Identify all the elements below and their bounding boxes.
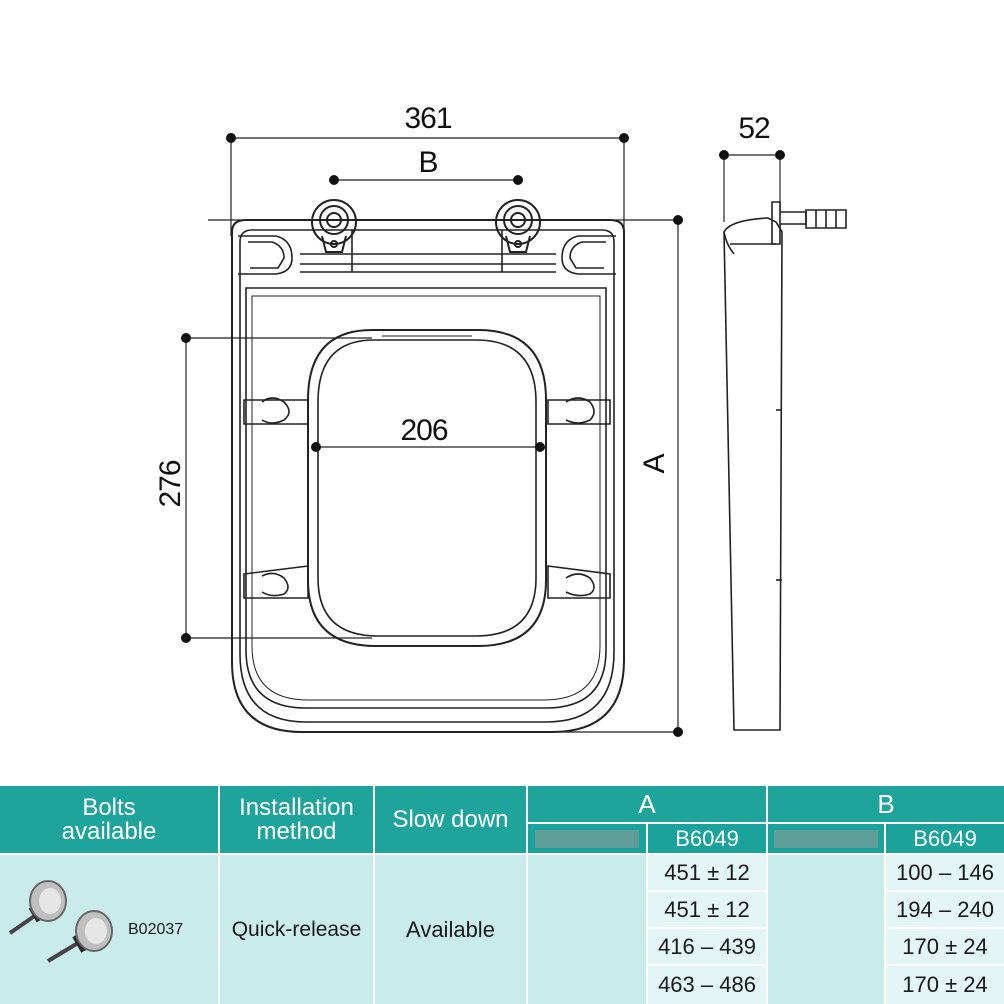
seat-front-view (231, 219, 625, 733)
header-group-a-text: A (638, 789, 656, 819)
b-blank-cell (768, 855, 884, 1004)
row-1-a-text: 451 ± 12 (664, 859, 750, 885)
slow-down-text: Available (406, 916, 495, 942)
header-model-a-text: B6049 (675, 825, 739, 851)
spec-table: Bolts available Installation method Slow… (0, 786, 1004, 1004)
header-group-a: A (528, 786, 766, 822)
row-1-b-text: 100 – 146 (896, 859, 994, 885)
dim-inner-width-label: 206 (400, 414, 447, 447)
row-3-a-text: 416 – 439 (658, 933, 756, 959)
header-bolts: Bolts available (0, 786, 218, 853)
header-installation-text: Installation method (239, 793, 354, 845)
header-slow-down: Slow down (375, 786, 526, 853)
header-model-b: B6049 (886, 824, 1004, 853)
header-b-blank (768, 824, 884, 853)
header-bolts-text: Bolts available (61, 793, 157, 845)
installation-text: Quick-release (231, 918, 362, 941)
bolts-cell: B02037 (0, 855, 218, 1004)
slow-down-cell: Available (375, 855, 526, 1004)
dimension-lines (185, 137, 781, 733)
dim-hinge-label: B (418, 146, 437, 179)
row-2-b-text: 194 – 240 (896, 896, 994, 922)
row-2-b: 194 – 240 (886, 892, 1004, 927)
a-blank-cell (528, 855, 646, 1004)
row-2-a: 451 ± 12 (648, 892, 766, 927)
row-4-a-text: 463 – 486 (658, 972, 756, 997)
installation-cell: Quick-release (220, 855, 373, 1004)
dim-side-label: 52 (738, 112, 770, 145)
row-3-b-text: 170 ± 24 (902, 933, 988, 959)
row-4-a: 463 – 486 (648, 966, 766, 1004)
hinge-left (311, 199, 357, 253)
header-a-blank (528, 824, 646, 853)
row-3-a: 416 – 439 (648, 929, 766, 964)
bolt-code: B02037 (128, 920, 184, 938)
technical-drawing: 361 B 206 276 A 52 (154, 102, 847, 737)
seat-side-view (723, 201, 847, 731)
row-1-b: 100 – 146 (886, 855, 1004, 890)
dim-length-label: A (638, 454, 671, 474)
bolt-image (8, 879, 113, 963)
header-model-b-text: B6049 (913, 825, 977, 851)
header-model-a: B6049 (648, 824, 766, 853)
row-1-a: 451 ± 12 (648, 855, 766, 890)
header-installation: Installation method (220, 786, 373, 853)
bolt-icon (8, 879, 113, 963)
row-3-b: 170 ± 24 (886, 929, 1004, 964)
dim-inner-height-label: 276 (154, 460, 187, 507)
header-group-b: B (768, 786, 1004, 822)
row-4-b-text: 170 ± 24 (902, 972, 988, 997)
row-4-b: 170 ± 24 (886, 966, 1004, 1004)
header-group-b-text: B (877, 789, 895, 819)
dimension-dots (181, 133, 785, 737)
header-slow-down-text: Slow down (392, 805, 509, 833)
dim-width-label: 361 (404, 102, 451, 135)
row-2-a-text: 451 ± 12 (664, 896, 750, 922)
header-b-blank-bar (774, 829, 878, 848)
header-a-blank-bar (535, 829, 639, 848)
